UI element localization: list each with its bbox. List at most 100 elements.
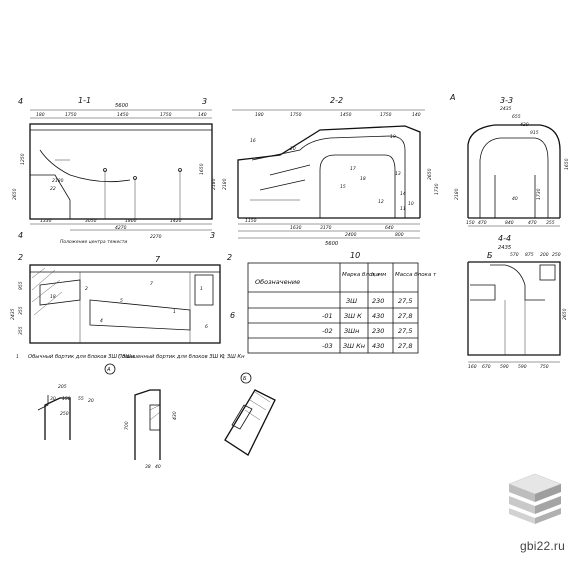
- detail-b-mark: Б: [243, 376, 247, 382]
- site-name[interactable]: gbi22.ru: [520, 539, 565, 553]
- plan-dim-left-2: 355: [18, 326, 24, 335]
- s11-mark-3-bottom: 3: [210, 231, 215, 240]
- s22-height-1: 2180: [222, 178, 228, 190]
- s11-dim-bottom-2: 1800: [125, 218, 137, 224]
- s11-dim-bottom-0: 1330: [40, 218, 52, 224]
- note-ordinary-side: Обычный бортик для блоков ЗШ ; ЗШн: [28, 354, 135, 360]
- s22-label-17: 17: [350, 166, 356, 172]
- s11-height-3: 2180: [211, 178, 217, 190]
- s33-dim-bottom-0: 150: [466, 220, 475, 226]
- section-1-1: 1-1 5600 180 1750 1450 1750 140 4 3 22 2…: [12, 96, 217, 245]
- s33-height-0: 2180: [454, 188, 460, 200]
- s11-total-bottom: 4270: [115, 225, 127, 231]
- table-cell: 430: [372, 312, 384, 320]
- section-2-2-title: 2-2: [330, 96, 343, 105]
- detail-b-dim-3: 40: [155, 464, 161, 470]
- table-header-h: h, мм: [371, 272, 386, 278]
- s33-mark-a: A: [449, 93, 455, 102]
- table-header-designation: Обозначение: [255, 278, 300, 286]
- table-cell: ЗШ К: [344, 312, 362, 320]
- plan-num-4: 4: [100, 318, 103, 324]
- s44-dim-top-1: 875: [525, 252, 534, 258]
- s33-dim-bottom-2: 840: [505, 220, 514, 226]
- plan-width: 2435: [10, 308, 16, 320]
- s22-label-10: 10: [408, 201, 414, 207]
- plan-mark-2-right: 2: [227, 253, 232, 262]
- section-2-2: 2-2 180 1750 1450 1750 140 16 20 19 17 1…: [222, 96, 440, 260]
- detail-a-dim-4: 20: [88, 398, 94, 404]
- table-cell: ЗШн: [344, 327, 359, 335]
- table-cell: ЗШ Кн: [343, 342, 365, 350]
- site-logo-icon: [508, 473, 562, 524]
- s33-height-2: 1650: [564, 158, 570, 170]
- note-raised-side: Повышенный бортик для блоков ЗШ К; ЗШ Кн: [118, 354, 245, 360]
- s33-height-1: 1730: [536, 188, 542, 200]
- s11-dim-top-2: 1450: [117, 112, 129, 118]
- section-3-3-title: 3-3: [500, 96, 513, 105]
- section-1-1-title: 1-1: [78, 96, 91, 105]
- table-cell: 430: [372, 342, 384, 350]
- s44-dim-bottom-4: 750: [540, 364, 549, 370]
- plan-num-5: 5: [120, 298, 123, 304]
- s11-height-2: 1650: [199, 163, 205, 175]
- s44-dim-bottom-3: 590: [518, 364, 527, 370]
- detail-a-dim-2: 150: [62, 396, 71, 402]
- detail-a-dim-3: 55: [78, 396, 84, 402]
- detail-a-mark: А: [106, 367, 111, 373]
- s22-dim-top-0: 180: [255, 112, 264, 118]
- s33-dim-bottom-4: 355: [546, 220, 555, 226]
- s22-height-2: 1730: [434, 183, 440, 195]
- s22-mark-10: 10: [350, 251, 360, 260]
- s11-cg-note: Положение центра тяжести: [60, 239, 127, 245]
- s22-height-0: 2650: [427, 168, 433, 180]
- section-4-4: 4-4 2435 Б 570 875 200 250 2650 160 670 …: [467, 234, 568, 370]
- s22-dim-bottom-2: 640: [385, 225, 394, 231]
- s11-dim-top-1: 1750: [65, 112, 77, 118]
- s11-cg-dim: 2270: [150, 234, 162, 240]
- table-cell: 27,5: [398, 327, 412, 335]
- table-cell: 27,8: [398, 342, 412, 350]
- plan-num-7: 7: [150, 281, 153, 287]
- table-row: ЗШ 230 27,5: [346, 297, 412, 305]
- s44-dim-bottom-1: 670: [482, 364, 491, 370]
- s33-dim-top-1: 655: [512, 114, 521, 120]
- table-cell: -01: [322, 312, 333, 320]
- table-cell: -02: [322, 327, 333, 335]
- table-cell: 230: [372, 327, 384, 335]
- detail-b: Б: [224, 372, 276, 456]
- detail-b-dim-0: 700: [124, 421, 130, 430]
- s44-dim-top-3: 250: [552, 252, 561, 258]
- s44-mark-b: Б: [487, 251, 493, 260]
- table-header-brand: Марка блока: [342, 272, 380, 278]
- detail-a-dim-5: 250: [60, 411, 69, 417]
- s22-label-11: 11: [400, 206, 406, 212]
- s11-dim-top-3: 1750: [160, 112, 172, 118]
- s11-mark-4-bottom: 4: [18, 231, 23, 240]
- plan-mark-6: 6: [230, 311, 235, 320]
- s22-dim-bottom-5: 800: [395, 232, 404, 238]
- s44-dim-top-2: 200: [540, 252, 549, 258]
- s22-label-12: 12: [378, 199, 384, 205]
- detail-raised-side: А 700 430 38 40: [104, 363, 178, 470]
- detail-b-dim-2: 38: [145, 464, 151, 470]
- plan-num-2: 2: [85, 286, 88, 292]
- s44-dim-bottom-0: 160: [468, 364, 477, 370]
- s33-dim-bottom-1: 470: [478, 220, 487, 226]
- s22-label-20: 20: [290, 146, 296, 152]
- s33-dim-top-0: 2435: [500, 106, 512, 112]
- s11-height-1: 1250: [20, 153, 26, 165]
- s22-dim-top-3: 1750: [380, 112, 392, 118]
- s11-inner-22: 22: [50, 186, 56, 192]
- s44-width: 2435: [498, 245, 512, 251]
- detail-a-dim-0: 205: [58, 384, 67, 390]
- s22-dim-top-4: 140: [412, 112, 421, 118]
- plan-num-1b: 1: [200, 286, 203, 292]
- s22-dim-bottom-1: 3170: [320, 225, 332, 231]
- s22-label-16: 16: [250, 138, 256, 144]
- s33-dim-top-3: 915: [530, 130, 539, 136]
- plan-mark-bottom-right: 1: [222, 354, 225, 360]
- s22-dim-bottom-3: 1630: [290, 225, 302, 231]
- table-cell: 27,5: [398, 297, 412, 305]
- plan-num-6: 6: [205, 324, 208, 330]
- plan-dim-left-0: 955: [18, 281, 24, 290]
